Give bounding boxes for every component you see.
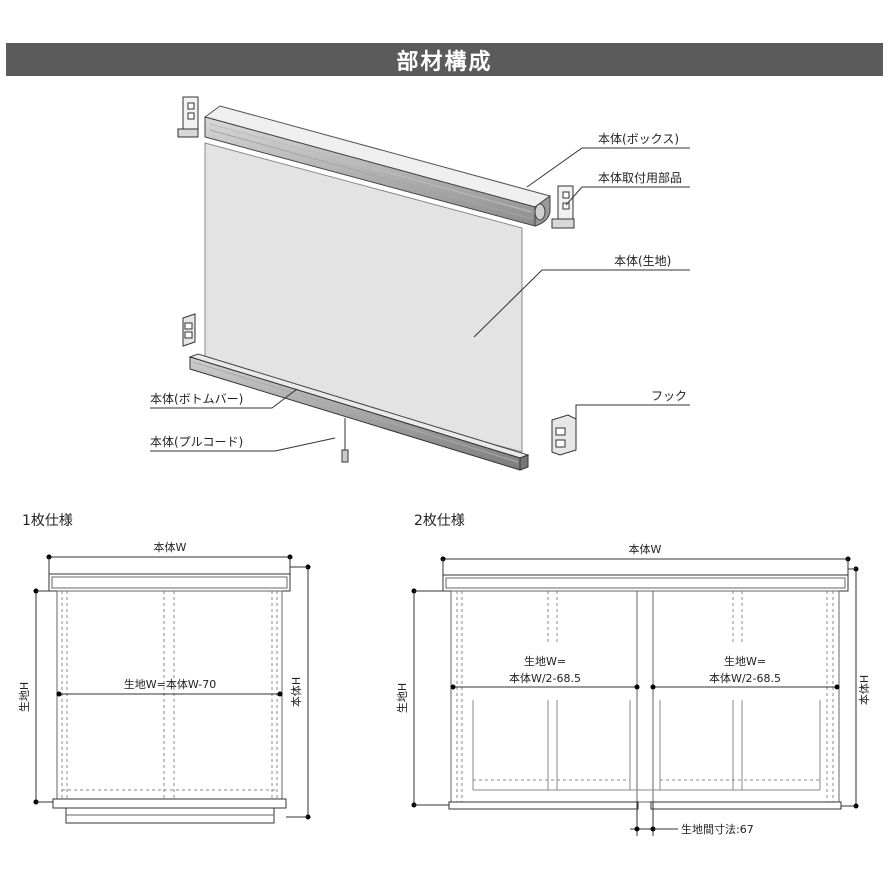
single-diagram: 本体W 生地W=本体W-70 生地H	[17, 540, 311, 824]
double-right-fabric-width-1: 生地W=	[724, 654, 766, 668]
single-fabric-width: 生地W=本体W-70	[124, 677, 217, 691]
page-title: 部材構成	[396, 49, 493, 75]
label-pull-cord: 本体(プルコード)	[150, 435, 243, 449]
leader-lines	[150, 147, 690, 452]
label-bottom-bar: 本体(ボトムバー)	[150, 392, 243, 406]
left-bracket-illustration	[177, 96, 199, 138]
double-gap-label: 生地間寸法:67	[681, 822, 754, 836]
headbox	[203, 105, 552, 227]
single-fabric-height: 生地H	[17, 682, 31, 712]
single-body-height: 本体H	[289, 677, 303, 707]
pull-cord-illustration	[341, 418, 349, 463]
left-hook-illustration	[182, 313, 196, 347]
label-box: 本体(ボックス)	[598, 132, 679, 146]
double-title: 2枚仕様	[414, 513, 465, 529]
double-diagram: 本体W	[395, 542, 871, 836]
right-hook-illustration	[551, 414, 577, 456]
double-right-fabric-width-2: 本体W/2-68.5	[709, 671, 781, 685]
double-body-height: 本体H	[857, 675, 871, 705]
double-left-fabric-width-2: 本体W/2-68.5	[509, 671, 581, 685]
bottom-bar-illustration	[188, 353, 530, 471]
double-width-label: 本体W	[629, 542, 662, 556]
single-width-label: 本体W	[154, 540, 187, 554]
fabric-panel	[204, 142, 523, 453]
right-bracket-illustration	[551, 185, 575, 229]
double-fabric-height: 生地H	[395, 683, 409, 713]
title-bar: 部材構成	[6, 43, 883, 76]
single-title: 1枚仕様	[22, 513, 73, 529]
double-left-fabric-width-1: 生地W=	[524, 654, 566, 668]
label-fabric: 本体(生地)	[614, 254, 671, 268]
label-hook: フック	[651, 389, 687, 403]
label-bracket: 本体取付用部品	[598, 170, 682, 185]
